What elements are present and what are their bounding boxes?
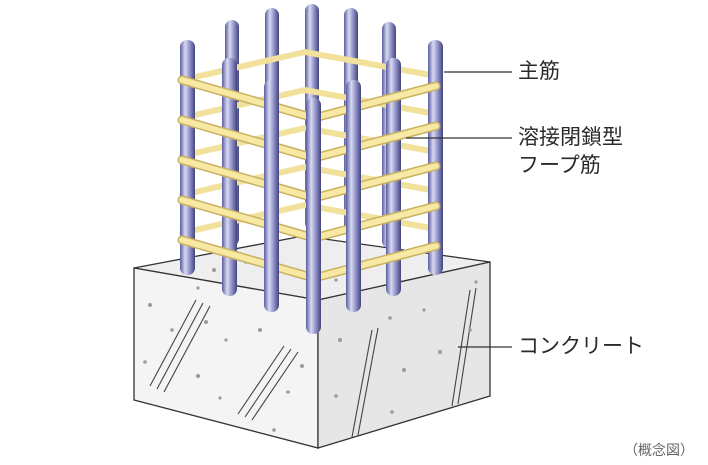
label-hoop-line1: 溶接閉鎖型 (518, 125, 623, 149)
leader-lines (406, 71, 512, 348)
main-rebar (264, 80, 279, 312)
label-hoop-line2: フープ筋 (518, 153, 601, 177)
concrete-crack-lines (149, 287, 477, 438)
main-rebar (346, 80, 361, 312)
main-rebar (306, 98, 321, 334)
main-rebar (428, 40, 443, 275)
front-rebars (264, 80, 361, 334)
label-concrete: コンクリート (518, 334, 644, 358)
concrete-right-face (317, 261, 491, 449)
concept-note: （概念図） (624, 443, 694, 459)
label-main-bar: 主筋 (518, 59, 560, 83)
